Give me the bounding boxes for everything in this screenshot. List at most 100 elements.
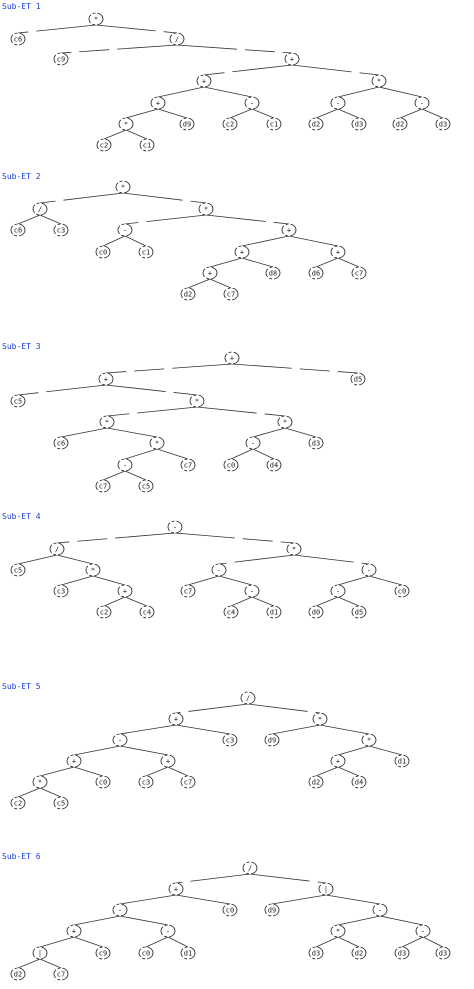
tree-node: c0: [394, 584, 410, 598]
node-ellipse: [330, 96, 346, 110]
tree-node: c3: [53, 223, 69, 237]
node-ellipse: [435, 117, 451, 131]
tree-node: -: [244, 96, 260, 110]
tree-edge: [251, 596, 275, 607]
tree-edge: [368, 745, 403, 756]
tree-node: +: [160, 754, 176, 768]
node-label: c1: [143, 141, 151, 149]
node-ellipse: [415, 924, 431, 938]
node-ellipse: [138, 245, 154, 259]
tree-node: +: [224, 351, 240, 365]
tree-node: /: [49, 542, 65, 556]
node-label: -: [421, 927, 425, 935]
node-label: -: [118, 736, 122, 744]
node-label: *: [124, 120, 128, 128]
tree-edge: [39, 936, 75, 948]
tree-edge: [106, 406, 198, 417]
node-label: *: [38, 778, 42, 786]
tree-node: d2: [392, 117, 408, 131]
node-label: c3: [226, 736, 234, 744]
node-ellipse: [112, 903, 128, 917]
tree-node: c3: [53, 584, 69, 598]
node-label: c9: [57, 55, 65, 63]
tree-edge: [230, 448, 254, 460]
node-label: c5: [57, 799, 65, 807]
tree-node: d3: [351, 117, 367, 131]
tree-node: +: [66, 754, 82, 768]
node-label: c4: [227, 608, 235, 616]
tree-edge: [218, 554, 295, 565]
tree-node: *: [361, 733, 377, 747]
node-label: +: [104, 375, 108, 383]
node-ellipse: [234, 245, 250, 259]
node-label: c3: [142, 778, 150, 786]
tree-edge: [319, 724, 370, 735]
tree-node: c9: [95, 946, 111, 960]
tree-node: c0: [138, 946, 154, 960]
tree-title: Sub-ET 5: [2, 682, 41, 691]
tree-node: d5: [350, 372, 366, 386]
tree-edge: [209, 257, 243, 268]
node-label: c6: [57, 439, 65, 447]
node-label: c9: [99, 949, 107, 957]
tree-edge: [119, 745, 169, 756]
node-ellipse: [264, 903, 280, 917]
tree-edge: [291, 64, 380, 76]
tree-edge: [271, 724, 321, 735]
node-label: *: [195, 397, 199, 405]
node-ellipse: [180, 946, 196, 960]
tree-edge: [103, 596, 126, 607]
tree-node: +: [281, 223, 297, 237]
node-ellipse: [180, 287, 196, 301]
node-label: d9: [268, 906, 276, 914]
tree-edge: [119, 915, 169, 926]
tree-edge: [167, 766, 189, 777]
node-label: d2: [396, 120, 404, 128]
node-label: *: [318, 715, 322, 723]
tree-node: d2: [308, 775, 324, 789]
tree-edge: [157, 108, 188, 119]
tree-node: -: [415, 924, 431, 938]
tree-edge: [17, 384, 107, 396]
node-label: d0: [312, 608, 320, 616]
tree-edge: [293, 554, 370, 565]
node-ellipse: [112, 733, 128, 747]
tree-node: c7: [180, 458, 196, 472]
tree-node: d8: [265, 266, 281, 280]
node-ellipse: [240, 691, 256, 705]
tree-node: -: [414, 96, 430, 110]
tree-edge: [17, 787, 41, 798]
node-ellipse: [223, 458, 239, 472]
tree-node: d5: [351, 605, 367, 619]
node-label: d6: [312, 269, 320, 277]
node-ellipse: [10, 563, 26, 577]
node-ellipse: [95, 946, 111, 960]
tree-edge: [203, 64, 293, 76]
tree-edge: [187, 575, 220, 586]
tree-edge: [124, 596, 148, 607]
tree-edges: [17, 873, 444, 969]
node-label: c0: [398, 587, 406, 595]
tree-node: -: [330, 584, 346, 598]
node-ellipse: [138, 775, 154, 789]
tree-edge: [102, 470, 126, 481]
tree-node: c2: [10, 796, 26, 810]
node-label: c7: [99, 482, 107, 490]
node-ellipse: [351, 775, 367, 789]
node-ellipse: [371, 74, 387, 88]
tree-edge: [39, 214, 62, 225]
tree-edge: [368, 575, 403, 586]
tree-node: *: [149, 436, 165, 450]
tree-edge: [399, 108, 423, 119]
node-label: c7: [355, 269, 363, 277]
node-label: *: [377, 77, 381, 85]
tree-edge: [56, 532, 176, 544]
node-label: c6: [14, 35, 22, 43]
tree-edge: [337, 575, 370, 586]
node-ellipse: [189, 394, 205, 408]
node-label: -: [420, 99, 424, 107]
